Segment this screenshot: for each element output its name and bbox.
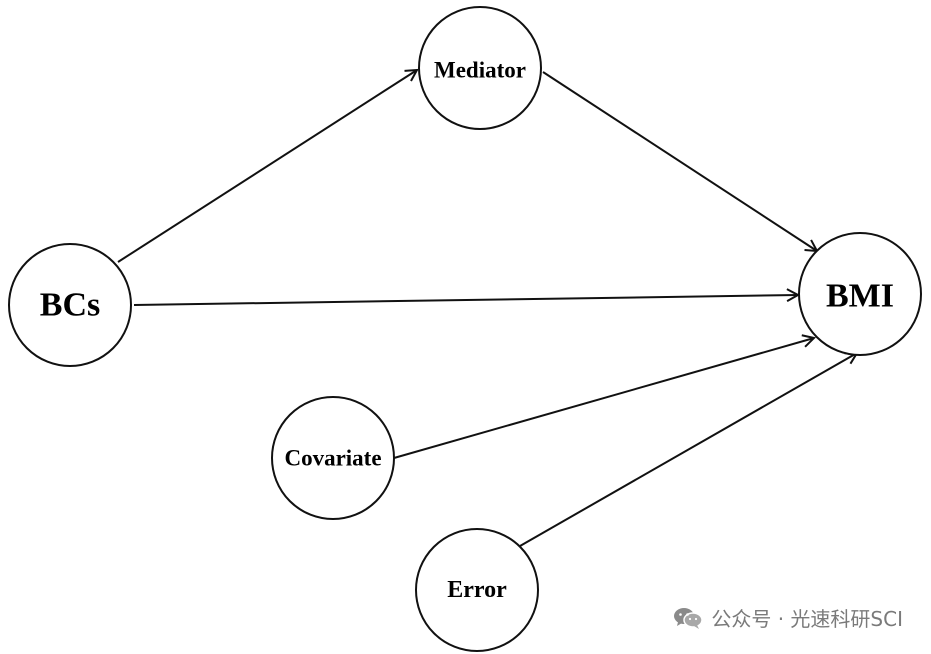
- edge-covariate-to-bmi: [393, 338, 814, 459]
- edges: [117, 70, 857, 547]
- node-label-error: Error: [447, 577, 507, 603]
- edge-error-to-bmi: [519, 353, 857, 547]
- node-label-covariate: Covariate: [284, 446, 381, 471]
- edge-bcs-to-bmi: [133, 295, 798, 306]
- wechat-icon: [674, 607, 704, 629]
- node-label-mediator: Mediator: [434, 58, 526, 83]
- watermark-text: 公众号 · 光速科研SCI: [711, 607, 903, 631]
- edge-bcs-to-mediator: [117, 70, 417, 263]
- node-bcs: BCs: [8, 243, 132, 367]
- node-label-bcs: BCs: [40, 287, 100, 324]
- node-covariate: Covariate: [271, 396, 395, 520]
- watermark: 公众号 · 光速科研SCI: [673, 603, 903, 632]
- node-bmi: BMI: [798, 232, 922, 356]
- node-error: Error: [415, 528, 539, 652]
- node-mediator: Mediator: [418, 6, 542, 130]
- node-label-bmi: BMI: [826, 278, 894, 315]
- edge-mediator-to-bmi: [542, 71, 817, 251]
